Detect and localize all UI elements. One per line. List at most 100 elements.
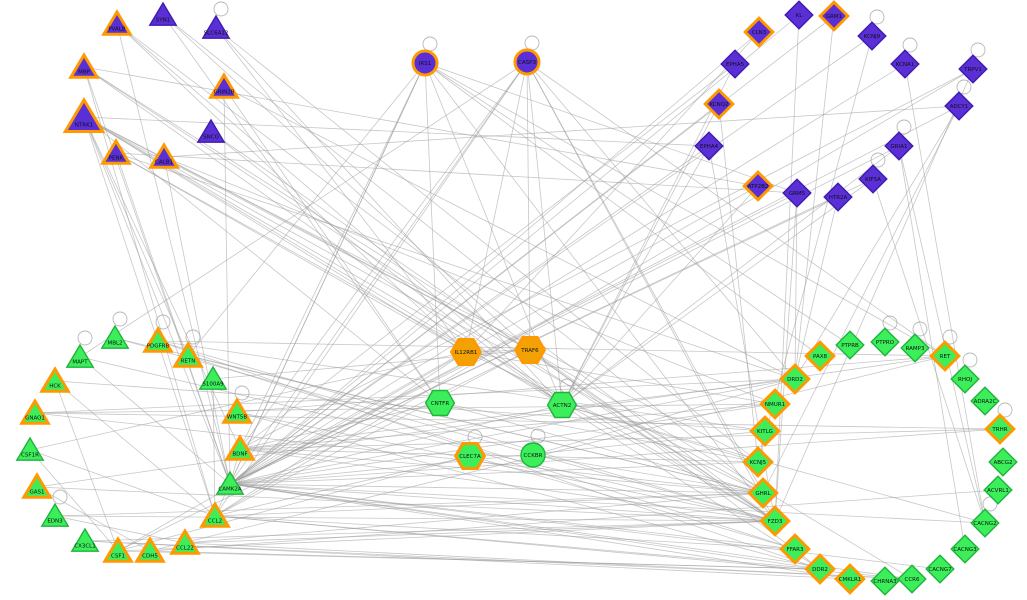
edge-IL12RB1-CSF1R[interactable]	[29, 351, 467, 451]
edge-MAPT-FZD3[interactable]	[79, 356, 776, 522]
edge-GNAO1-DRD2[interactable]	[34, 378, 796, 414]
edge-PENK-IL12RB1[interactable]	[115, 152, 467, 353]
edge-GRIN2B-DRD2[interactable]	[223, 86, 796, 380]
edge-CCL22-GHRL[interactable]	[184, 492, 764, 544]
node-CCL2[interactable]: CCL2	[199, 501, 231, 528]
edge-CASP3-TRAF6[interactable]	[526, 61, 531, 351]
edge-NTRK1-CCL2[interactable]	[83, 116, 216, 517]
edge-KCNA1-CAMK2A[interactable]	[229, 63, 906, 485]
edge-CAMK2A-KCNJ5[interactable]	[229, 461, 759, 485]
node-CNTFR[interactable]: CNTFR	[424, 389, 456, 417]
edge-KCNA1-CACNG2[interactable]	[904, 63, 986, 524]
edge-RETN-GHRL[interactable]	[187, 355, 764, 494]
node-KCNQ2[interactable]: KCNQ2	[703, 88, 735, 120]
edge-CAMK2A-DDR2[interactable]	[229, 483, 821, 570]
node-TRHR[interactable]: TRHR	[984, 413, 1016, 445]
node-ACTN2[interactable]: ACTN2	[546, 391, 578, 419]
edge-TRPV1-BDNF[interactable]	[239, 68, 974, 450]
edge-BDNF-FZD3[interactable]	[239, 448, 776, 522]
edge-NTRK1-CAMK2A[interactable]	[83, 116, 231, 485]
edge-BDNF-NMUR1[interactable]	[239, 403, 776, 450]
node-MBP[interactable]: MBP	[68, 52, 100, 79]
node-HTR2A[interactable]: HTR2A	[823, 182, 853, 212]
edge-GRIA1-CACNG3[interactable]	[898, 145, 966, 550]
edge-EPHA5-ACTN2[interactable]	[561, 63, 736, 406]
edge-CSF1R-CCL2[interactable]	[29, 449, 216, 517]
edge-ADCY1-DRD2[interactable]	[794, 105, 960, 380]
edge-CAMK2A-DRD2[interactable]	[229, 378, 796, 485]
edge-S100A9-CCL2[interactable]	[212, 378, 216, 517]
edge-CASP3-GHRL[interactable]	[526, 61, 764, 494]
edge-CDH5-RET[interactable]	[149, 355, 946, 552]
node-EPHA4[interactable]: EPHA4	[694, 131, 724, 161]
edge-SYN1-TRAF6[interactable]	[162, 14, 531, 351]
node-PVALB[interactable]: PVALB	[101, 9, 133, 36]
edge-GRIN2B-CNTFR[interactable]	[223, 86, 441, 404]
edge-GAS1-CDH5[interactable]	[36, 486, 151, 552]
edge-KL-FZD3[interactable]	[774, 14, 800, 522]
node-ACVRL1[interactable]: ACVRL1	[983, 475, 1013, 505]
edge-KL-CAMK2A[interactable]	[229, 14, 800, 485]
edge-SLC6A12-IL12RB1[interactable]	[215, 27, 467, 353]
node-GRM1[interactable]: GRM1	[818, 0, 850, 32]
edge-EDN3-FZD3[interactable]	[54, 515, 776, 522]
edge-CALB1-TRAF6[interactable]	[163, 156, 531, 351]
edge-CSF1-FZD3[interactable]	[117, 520, 776, 552]
node-FFAR3[interactable]: FFAR3	[779, 533, 811, 565]
edge-PVALB-ACTN2[interactable]	[116, 23, 563, 406]
edge-BDNF-TRHR[interactable]	[239, 428, 1001, 450]
node-KL[interactable]: KL	[784, 0, 814, 30]
edge-CCKBR-DRD2[interactable]	[532, 378, 796, 456]
edge-PENK-CAMK2A[interactable]	[115, 152, 231, 485]
edge-IRS1-BDNF[interactable]	[239, 62, 426, 450]
node-PAX8[interactable]: PAX8	[804, 340, 836, 372]
edge-MBL2-FZD3[interactable]	[114, 337, 776, 522]
node-CLEC7A[interactable]: CLEC7A	[453, 442, 487, 470]
node-GNAO1[interactable]: GNAO1	[19, 398, 51, 425]
edge-KIF5A-CAMK2A[interactable]	[229, 178, 874, 485]
edge-GRM1-DRD2[interactable]	[794, 15, 835, 380]
node-ABCG2[interactable]: ABCG2	[988, 447, 1018, 477]
edge-CCL2-FFAR3[interactable]	[214, 515, 796, 550]
node-EDN3[interactable]: EDN3	[40, 502, 70, 527]
edge-HCK-CCL2[interactable]	[54, 380, 216, 517]
node-CACNG2[interactable]: CACNG2	[970, 508, 1000, 538]
edge-CALB1-NMUR1[interactable]	[163, 156, 776, 405]
edge-ATP2B2-CAMK2A[interactable]	[229, 185, 759, 485]
edge-CNTFR-KCNJ5[interactable]	[439, 402, 759, 463]
edge-IRS1-CCL2[interactable]	[214, 62, 426, 517]
node-IL12RB1[interactable]: IL12RB1	[449, 338, 483, 366]
edge-IRS1-GRM5[interactable]	[424, 62, 798, 194]
edge-CASP3-MAPT[interactable]	[79, 61, 528, 358]
edge-CAMK2A-TRHR[interactable]	[229, 428, 1001, 485]
edge-EDN3-GHRL[interactable]	[54, 492, 764, 517]
node-NMUR1[interactable]: NMUR1	[759, 388, 791, 420]
node-TRPV1[interactable]: TRPV1	[958, 54, 988, 84]
edge-IL12RB1-NMUR1[interactable]	[465, 351, 776, 405]
edge-IRS1-PTPRB[interactable]	[424, 62, 851, 346]
node-CCR6[interactable]: CCR6	[897, 564, 927, 594]
node-GRIA1[interactable]: GRIA1	[884, 131, 914, 161]
edge-CCL2-DDR2[interactable]	[214, 515, 821, 570]
node-PDGFRB[interactable]: PDGFRB	[142, 326, 174, 353]
node-CCKBR[interactable]: CCKBR	[520, 442, 546, 468]
edge-KCNQ2-KCNJ5[interactable]	[718, 103, 759, 463]
edge-KIF5A-CACNG2[interactable]	[872, 178, 986, 524]
node-SLC6A12[interactable]: SLC6A12	[201, 14, 231, 39]
edge-CDH5-DDR2[interactable]	[149, 550, 821, 570]
edge-NTRK1-BDNF[interactable]	[83, 116, 241, 450]
edge-CASP3-ACTN2[interactable]	[526, 61, 563, 406]
edge-BDNF-GHRL[interactable]	[239, 448, 764, 494]
node-CX3CL1[interactable]: CX3CL1	[70, 527, 100, 552]
edge-ADCY1-GHRL[interactable]	[762, 105, 960, 494]
edge-MBP-ACTN2[interactable]	[83, 66, 563, 406]
edge-CAMK2A-NMUR1[interactable]	[229, 403, 776, 485]
edge-CAMK2A-GHRL[interactable]	[229, 483, 764, 494]
edge-EPHA5-BDNF[interactable]	[239, 63, 736, 450]
node-CASP3[interactable]: CASP3	[513, 48, 541, 76]
node-GHRL[interactable]: GHRL	[747, 477, 779, 509]
node-GRIN2B[interactable]: GRIN2B	[208, 72, 240, 99]
edge-KCNQ2-CAMK2A[interactable]	[229, 103, 720, 485]
edge-NTRK1-FZD3[interactable]	[83, 116, 776, 522]
